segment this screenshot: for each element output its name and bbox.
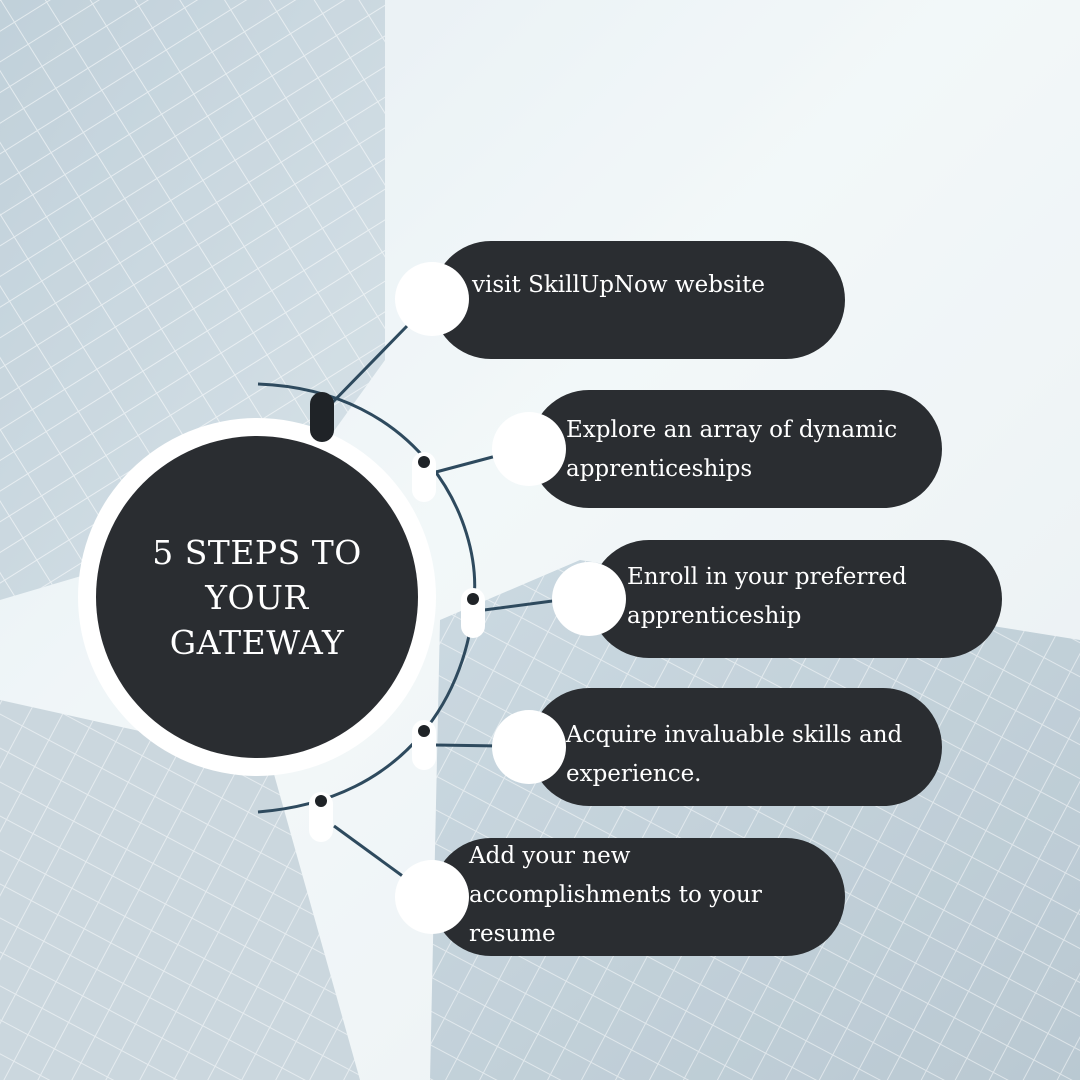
branch-line-1 bbox=[328, 323, 410, 407]
connector-node-1 bbox=[310, 392, 334, 442]
branch-line-2 bbox=[435, 453, 501, 474]
step-5-card bbox=[432, 838, 845, 956]
connector-dot-3 bbox=[467, 593, 479, 605]
step-5-label: Add your new accomplishments to your res… bbox=[469, 843, 762, 947]
step-2-node bbox=[492, 412, 566, 486]
diagram-title: 5 STEPS TO YOUR GATEWAY bbox=[152, 532, 362, 662]
step-1-label: visit SkillUpNow website bbox=[472, 272, 765, 298]
branch-line-4 bbox=[435, 743, 501, 748]
step-3-node bbox=[552, 562, 626, 636]
step-3-label: Enroll in your preferred apprenticeship bbox=[627, 564, 907, 629]
step-2-label: Explore an array of dynamic apprenticesh… bbox=[566, 417, 898, 482]
step-4-node bbox=[492, 710, 566, 784]
branch-line-3 bbox=[483, 598, 561, 612]
branch-line-5 bbox=[333, 824, 409, 882]
hub-circle: 5 STEPS TO YOUR GATEWAY bbox=[96, 436, 418, 758]
step-4-card bbox=[530, 688, 942, 806]
step-3-card bbox=[590, 540, 1002, 658]
connector-dot-2 bbox=[418, 456, 430, 468]
step-4-label: Acquire invaluable skills and experience… bbox=[566, 722, 903, 787]
connector-dot-4 bbox=[418, 725, 430, 737]
step-5-node bbox=[395, 860, 469, 934]
step-1-card bbox=[432, 241, 845, 359]
connector-dot-5 bbox=[315, 795, 327, 807]
step-1-node bbox=[395, 262, 469, 336]
step-2-card bbox=[530, 390, 942, 508]
